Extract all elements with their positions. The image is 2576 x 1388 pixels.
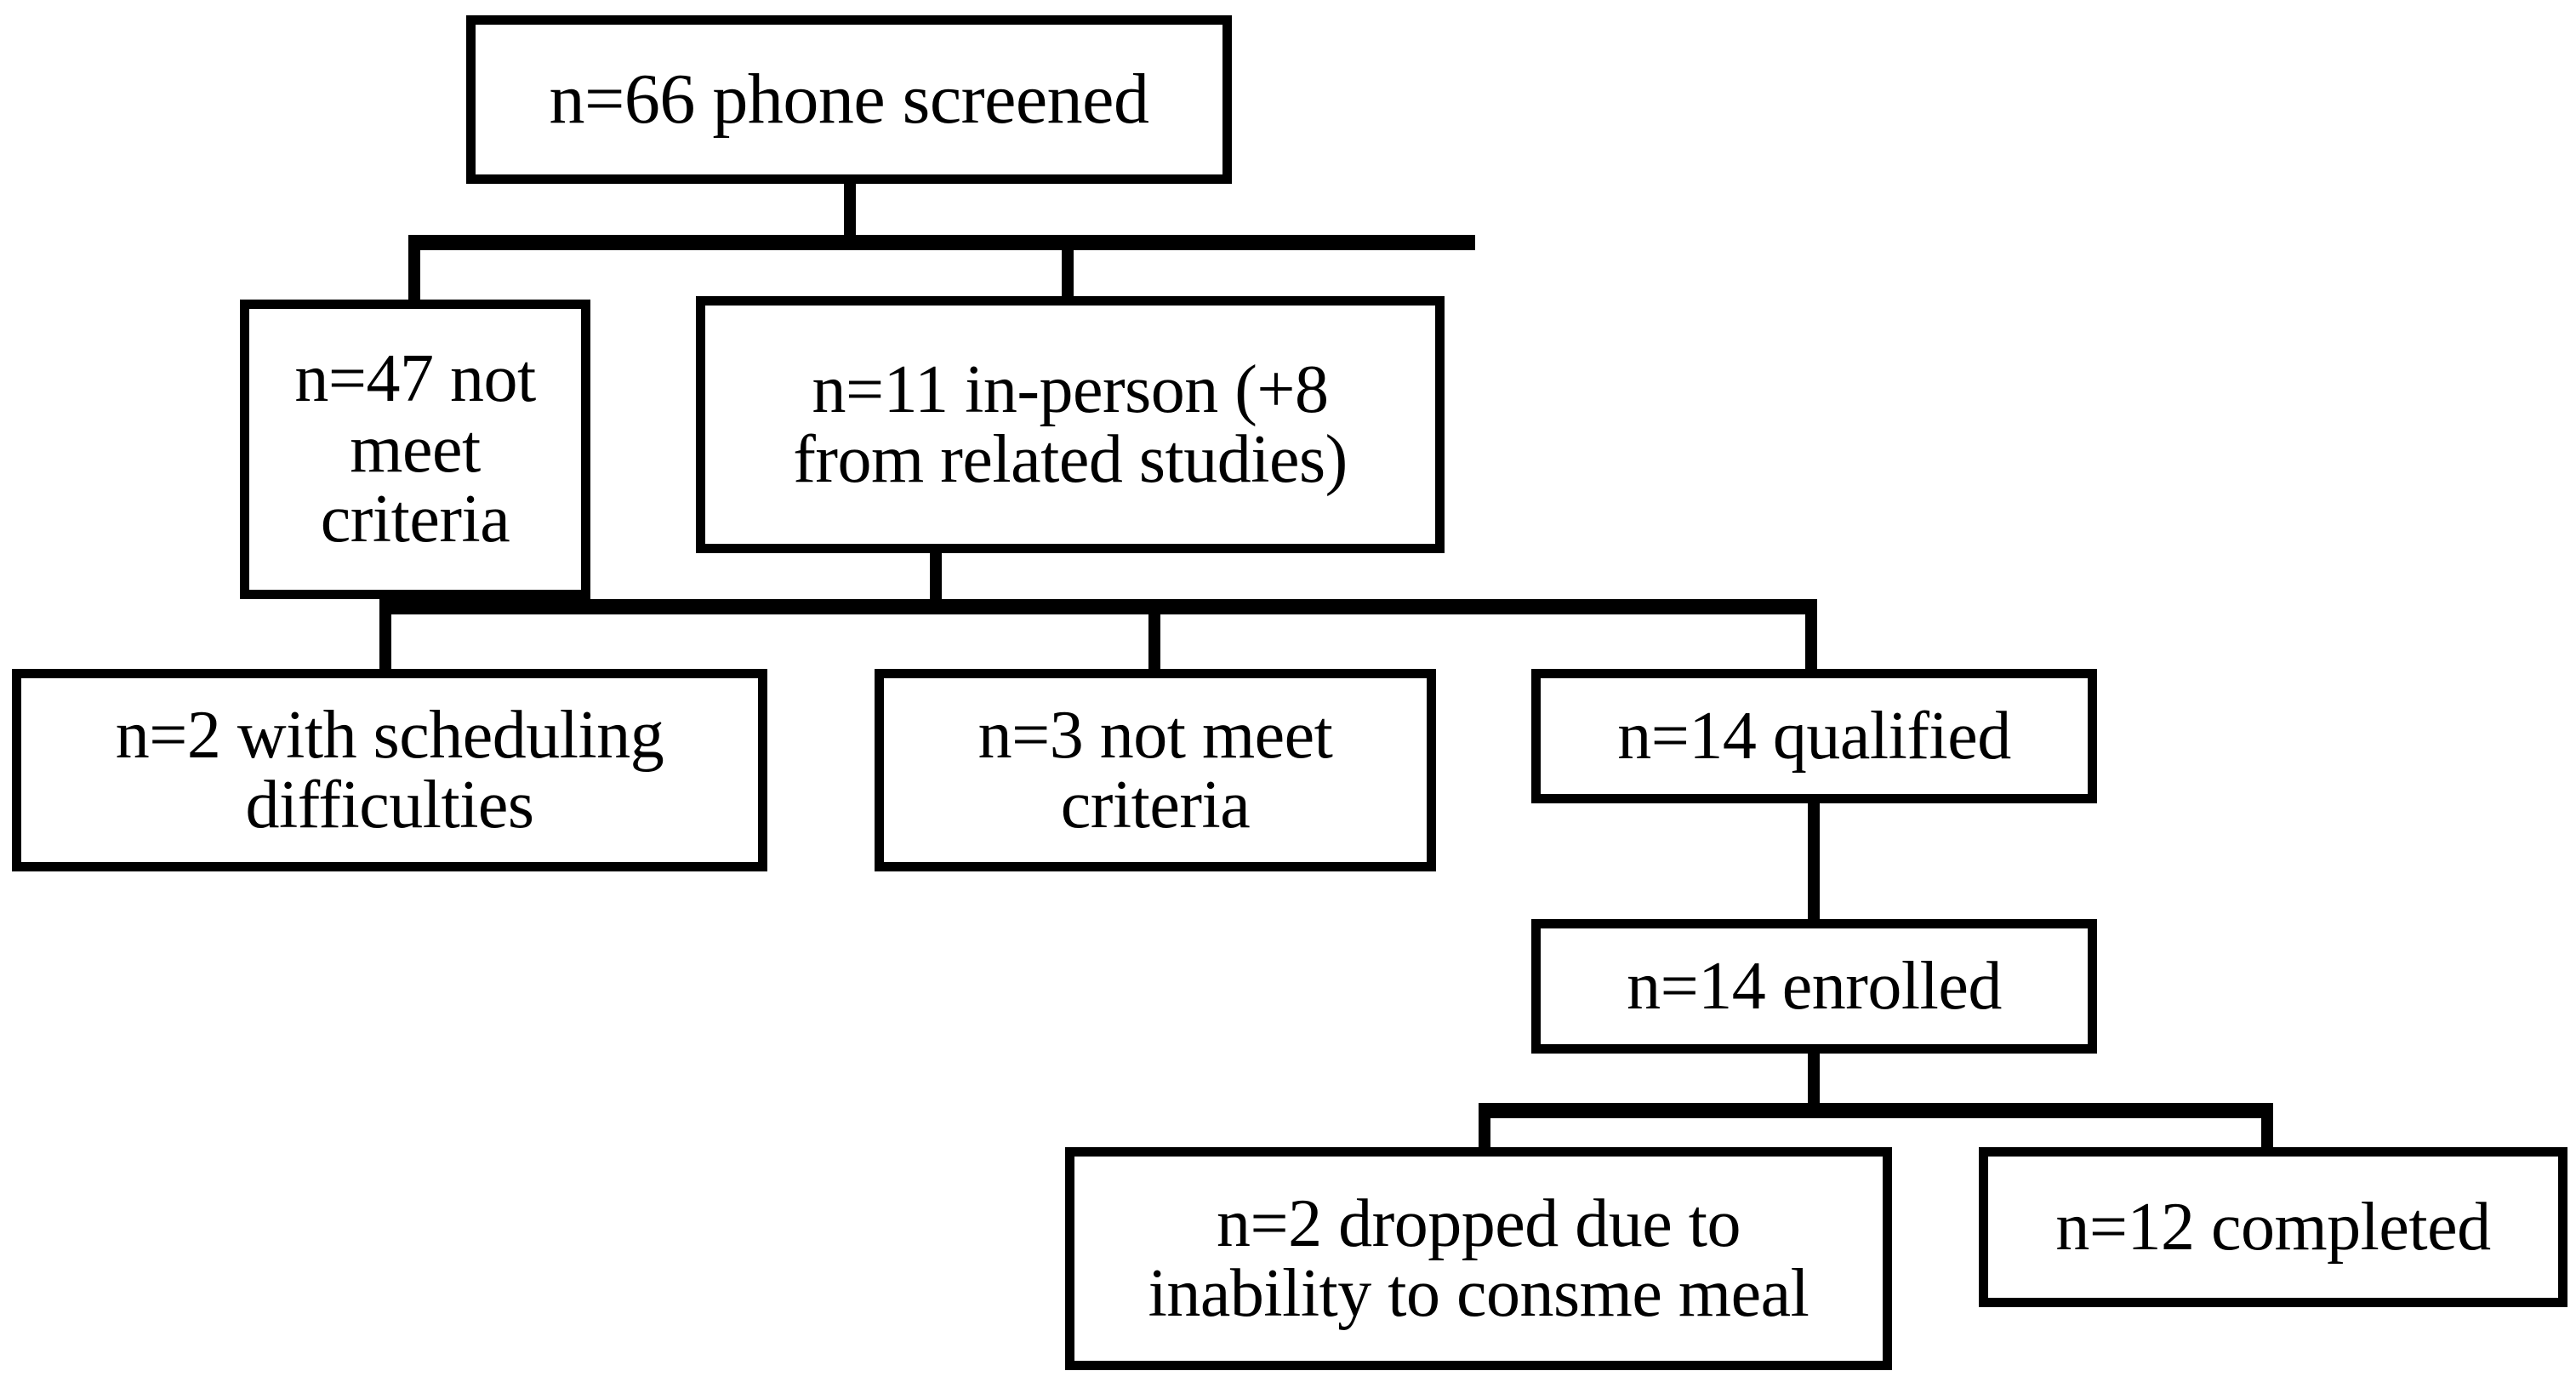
connector-split-bar-2	[379, 599, 1817, 614]
connector-split-bar-3	[1479, 1103, 2273, 1118]
node-qualified-label: n=14 qualified	[1617, 698, 2011, 774]
connector-drop-qualified	[1805, 599, 1817, 674]
connector-phone-stem	[844, 184, 856, 247]
node-enrolled-label: n=14 enrolled	[1627, 948, 2002, 1024]
connector-qualified-to-enrolled	[1808, 803, 1820, 924]
node-enrolled[interactable]: n=14 enrolled	[1531, 919, 2097, 1054]
node-not-meet-criteria-phone[interactable]: n=47 not meet criteria	[240, 300, 590, 599]
node-dropped[interactable]: n=2 dropped due to inability to consme m…	[1065, 1147, 1892, 1370]
connector-enrolled-stem	[1808, 1054, 1820, 1110]
node-in-person-label: n=11 in-person (+8 from related studies)	[793, 351, 1348, 497]
node-in-person[interactable]: n=11 in-person (+8 from related studies)	[696, 296, 1445, 553]
connector-drop-completed	[2261, 1103, 2273, 1152]
node-completed-label: n=12 completed	[2055, 1189, 2491, 1265]
node-scheduling-difficulties-label: n=2 with scheduling difficulties	[115, 697, 664, 843]
node-not-meet-criteria-inperson-label: n=3 not meet criteria	[977, 697, 1333, 843]
node-not-meet-criteria-inperson[interactable]: n=3 not meet criteria	[875, 669, 1436, 871]
node-qualified[interactable]: n=14 qualified	[1531, 669, 2097, 803]
connector-split-bar-1	[408, 235, 1475, 250]
connector-drop-dropped	[1479, 1103, 1490, 1152]
node-scheduling-difficulties[interactable]: n=2 with scheduling difficulties	[12, 669, 767, 871]
connector-drop-in-person	[1062, 235, 1074, 301]
node-completed[interactable]: n=12 completed	[1979, 1147, 2567, 1307]
connector-drop-not-meet-47	[408, 235, 420, 305]
node-phone-screened[interactable]: n=66 phone screened	[466, 15, 1232, 184]
connector-in-person-stem	[930, 553, 942, 606]
node-dropped-label: n=2 dropped due to inability to consme m…	[1148, 1185, 1809, 1331]
node-not-meet-criteria-phone-label: n=47 not meet criteria	[294, 341, 536, 557]
connector-drop-not-meet-3	[1148, 599, 1160, 674]
connector-drop-scheduling	[379, 599, 391, 674]
node-phone-screened-label: n=66 phone screened	[549, 59, 1149, 139]
